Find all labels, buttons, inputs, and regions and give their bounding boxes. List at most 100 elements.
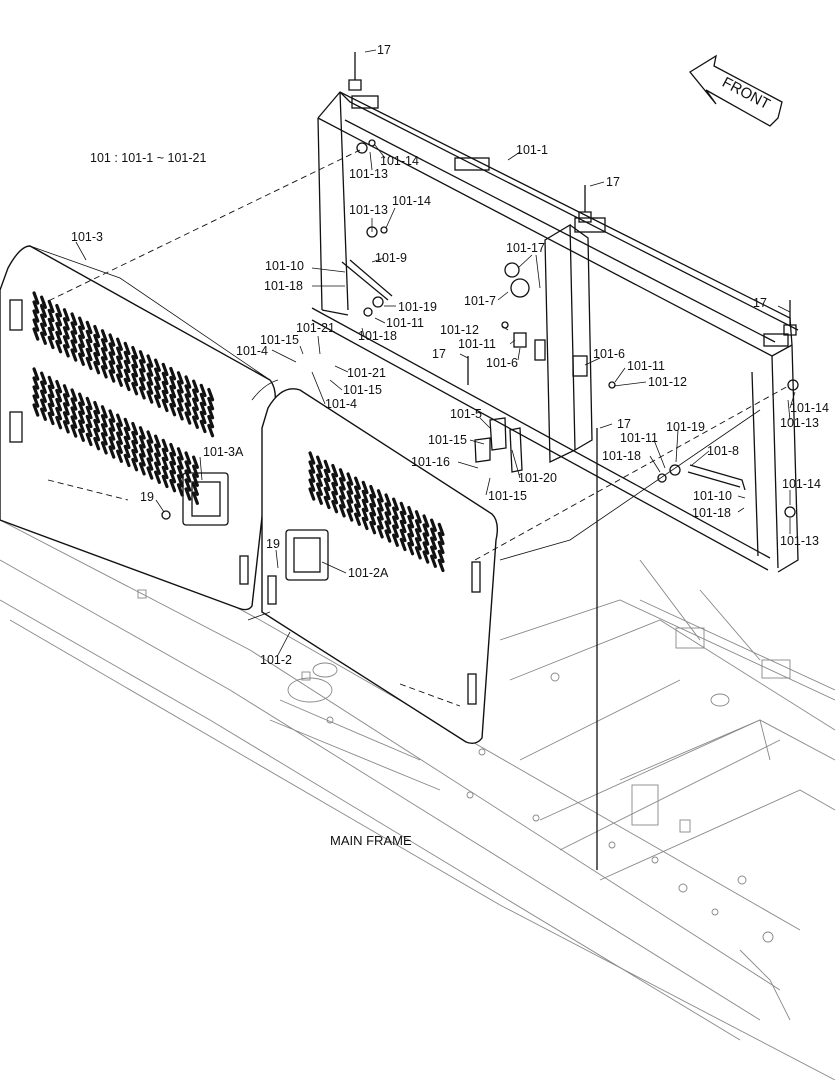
louver-slot	[176, 371, 184, 385]
louver-slot	[40, 322, 47, 336]
louver-slot	[376, 516, 384, 530]
louver-slot	[207, 396, 215, 411]
label-101-6: 101-6	[593, 347, 625, 361]
louver-slot	[85, 414, 93, 429]
label-101-10: 101-10	[265, 259, 304, 273]
louver-slot	[32, 385, 40, 399]
label-101-11: 101-11	[386, 316, 424, 330]
louver-slot	[108, 333, 116, 347]
label-101-16: 101-16	[411, 455, 450, 469]
louver-slot	[199, 410, 207, 425]
louver-slot	[331, 481, 339, 496]
louver-slot	[85, 347, 93, 362]
louver-slot	[154, 434, 161, 448]
louver-slot	[100, 338, 108, 352]
louver-slot	[154, 394, 161, 408]
louver-slot	[207, 387, 215, 402]
louver-slot	[169, 393, 177, 408]
louver-slot	[47, 384, 55, 399]
louver-slot	[131, 363, 139, 378]
louver-slot	[123, 359, 131, 374]
leader-lines	[75, 49, 796, 656]
louver-slot	[192, 473, 199, 487]
label-101-12: 101-12	[440, 323, 479, 337]
louver-slot	[62, 317, 70, 331]
louver-slot	[32, 403, 40, 417]
label-101-13: 101-13	[780, 416, 819, 430]
louver-slot	[40, 398, 47, 412]
louver-slot	[154, 470, 161, 484]
louver-slot	[47, 402, 55, 417]
louver-slot	[176, 456, 184, 470]
louver-slot	[161, 438, 169, 453]
louver-slot	[316, 455, 323, 469]
louver-slot	[346, 472, 354, 486]
louver-slot	[346, 499, 354, 513]
louver-slot	[437, 531, 445, 546]
louver-slot	[85, 405, 93, 420]
louver-slot	[407, 541, 415, 556]
louver-slot	[169, 442, 177, 457]
louver-slot	[55, 339, 63, 354]
label-101-6: 101-6	[486, 356, 518, 370]
louver-slot	[192, 464, 199, 478]
louver-slot	[70, 406, 78, 420]
louver-slot	[32, 309, 40, 323]
louver-slot	[207, 414, 215, 429]
louver-slot	[354, 503, 361, 517]
louver-slot	[414, 519, 422, 533]
louver-slot	[131, 448, 139, 463]
louver-slot	[47, 375, 55, 390]
louver-slot	[384, 520, 392, 534]
louver-slot	[138, 453, 146, 467]
louver-slot	[47, 411, 55, 426]
louver-slot	[176, 474, 184, 488]
louver-slot	[108, 351, 116, 365]
louver-slot	[169, 478, 177, 493]
louver-slot	[32, 394, 40, 408]
louver-slot	[93, 360, 101, 375]
louver-slot	[422, 514, 430, 528]
louver-slot	[138, 435, 146, 449]
louver-slot	[85, 338, 93, 353]
louver-slot	[414, 510, 422, 524]
louver-slot	[116, 431, 123, 445]
label-101-18: 101-18	[358, 329, 397, 343]
louver-slot	[308, 487, 316, 501]
louver-slot	[116, 449, 123, 463]
louver-slot	[138, 377, 146, 391]
louver-slot	[62, 308, 70, 322]
label-101-12: 101-12	[648, 375, 687, 389]
louver-slot	[108, 427, 116, 441]
louver-slot	[131, 372, 139, 387]
louver-slot	[116, 346, 123, 360]
front-label: FRONT	[719, 74, 773, 113]
louver-slot	[323, 486, 331, 501]
louver-slot	[85, 329, 93, 344]
louver-slot	[70, 348, 78, 362]
louver-slot	[146, 466, 154, 480]
louver-slot	[392, 497, 399, 511]
louver-slot	[437, 549, 445, 564]
louver-slot	[70, 397, 78, 411]
louver-slot	[184, 411, 192, 425]
label-17: 17	[432, 347, 446, 361]
louver-slot	[123, 426, 131, 441]
label-19: 19	[140, 490, 154, 504]
louver-slot	[55, 379, 63, 394]
louver-slot	[184, 402, 192, 416]
label-101-2: 101-2	[260, 653, 292, 667]
louver-slot	[422, 523, 430, 537]
louver-slot	[338, 468, 346, 482]
louver-slot	[176, 380, 184, 394]
louver-slot	[392, 515, 399, 529]
louver-slot	[62, 393, 70, 407]
louver-slot	[108, 409, 116, 423]
louver-slot	[199, 401, 207, 416]
louver-slot	[199, 392, 207, 407]
label-101-11: 101-11	[627, 359, 665, 373]
main-frame-drawing	[0, 479, 835, 1081]
louver-slot	[78, 410, 85, 424]
louver-slot	[131, 381, 139, 396]
louver-slot	[40, 380, 47, 394]
